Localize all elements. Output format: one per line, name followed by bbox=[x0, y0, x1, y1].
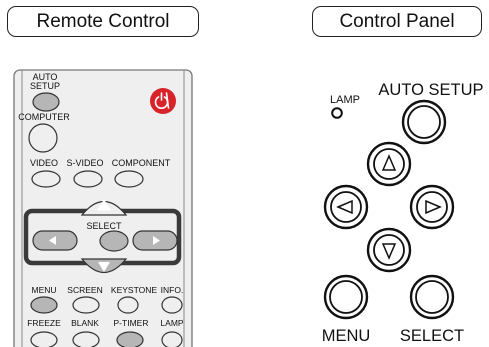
remote-control-title: Remote Control bbox=[36, 10, 170, 32]
remote-blank-label: BLANK bbox=[71, 318, 99, 328]
remote-control-tag: Remote Control bbox=[7, 6, 199, 37]
remote-ptimer-button[interactable] bbox=[116, 331, 144, 347]
remote-auto-label-1: AUTO bbox=[33, 72, 58, 82]
remote-svideo-button[interactable] bbox=[73, 170, 103, 188]
right-arrow-icon bbox=[153, 236, 160, 245]
remote-right-button[interactable] bbox=[132, 230, 178, 251]
remote-screen-button[interactable] bbox=[72, 296, 100, 314]
remote-component-label: COMPONENT bbox=[112, 158, 171, 168]
panel-menu-label: MENU bbox=[322, 327, 371, 345]
panel-select-label: SELECT bbox=[400, 327, 464, 345]
remote-screen-label: SCREEN bbox=[67, 285, 102, 295]
remote-power-button[interactable] bbox=[150, 88, 176, 114]
remote-select-button[interactable] bbox=[99, 230, 129, 252]
remote-freeze-label: FREEZE bbox=[27, 318, 61, 328]
remote-menu-button[interactable] bbox=[30, 296, 58, 314]
remote-up-button[interactable] bbox=[80, 199, 128, 216]
remote-computer-button[interactable] bbox=[28, 123, 58, 153]
up-triangle-icon bbox=[381, 154, 397, 171]
remote-video-label: VIDEO bbox=[30, 158, 58, 168]
panel-auto-setup-label: AUTO SETUP bbox=[378, 81, 483, 99]
remote-control: AUTO SETUP COMPUTER VIDEO S-VIDEO COMPON… bbox=[13, 69, 193, 347]
panel-right-button[interactable] bbox=[409, 184, 455, 230]
down-triangle-icon bbox=[381, 243, 397, 260]
panel-select-button[interactable] bbox=[415, 280, 449, 314]
remote-freeze-button[interactable] bbox=[30, 331, 58, 347]
remote-keystone-label: KEYSTONE bbox=[111, 285, 157, 295]
panel-left-button[interactable] bbox=[323, 184, 369, 230]
panel-menu-button[interactable] bbox=[329, 280, 363, 314]
down-arrow-icon bbox=[98, 262, 110, 272]
remote-lamp-label: LAMP bbox=[160, 318, 183, 328]
remote-info-label: INFO. bbox=[161, 285, 184, 295]
remote-info-button[interactable] bbox=[161, 296, 183, 314]
remote-computer-label: COMPUTER bbox=[18, 112, 70, 122]
panel-lamp-label: LAMP bbox=[330, 94, 360, 106]
remote-setup-label-2: SETUP bbox=[30, 81, 60, 91]
remote-menu-label: MENU bbox=[31, 285, 56, 295]
remote-lamp-button[interactable] bbox=[161, 331, 183, 347]
left-triangle-icon bbox=[336, 199, 353, 215]
control-panel: LAMP AUTO SETUP bbox=[322, 81, 484, 345]
remote-down-button[interactable] bbox=[80, 258, 128, 274]
panel-auto-setup-button[interactable] bbox=[407, 105, 441, 139]
power-button-face[interactable] bbox=[150, 88, 176, 114]
panel-up-button[interactable] bbox=[366, 141, 412, 187]
remote-component-button[interactable] bbox=[114, 170, 144, 188]
left-arrow-icon bbox=[49, 236, 56, 245]
remote-ptimer-label: P-TIMER bbox=[114, 318, 149, 328]
panel-lamp-indicator bbox=[331, 107, 343, 119]
up-arrow-icon bbox=[97, 199, 111, 211]
power-icon bbox=[154, 92, 170, 109]
remote-select-label: SELECT bbox=[86, 221, 122, 231]
remote-video-button[interactable] bbox=[31, 170, 61, 188]
remote-blank-button[interactable] bbox=[72, 331, 100, 347]
panel-down-button[interactable] bbox=[366, 227, 412, 273]
right-triangle-icon bbox=[425, 199, 442, 215]
remote-svideo-label: S-VIDEO bbox=[66, 158, 103, 168]
remote-left-button[interactable] bbox=[32, 230, 78, 251]
control-panel-title: Control Panel bbox=[339, 10, 455, 32]
remote-auto-setup-button[interactable] bbox=[32, 92, 60, 112]
remote-keystone-button[interactable] bbox=[117, 296, 139, 314]
control-panel-tag: Control Panel bbox=[312, 6, 482, 37]
